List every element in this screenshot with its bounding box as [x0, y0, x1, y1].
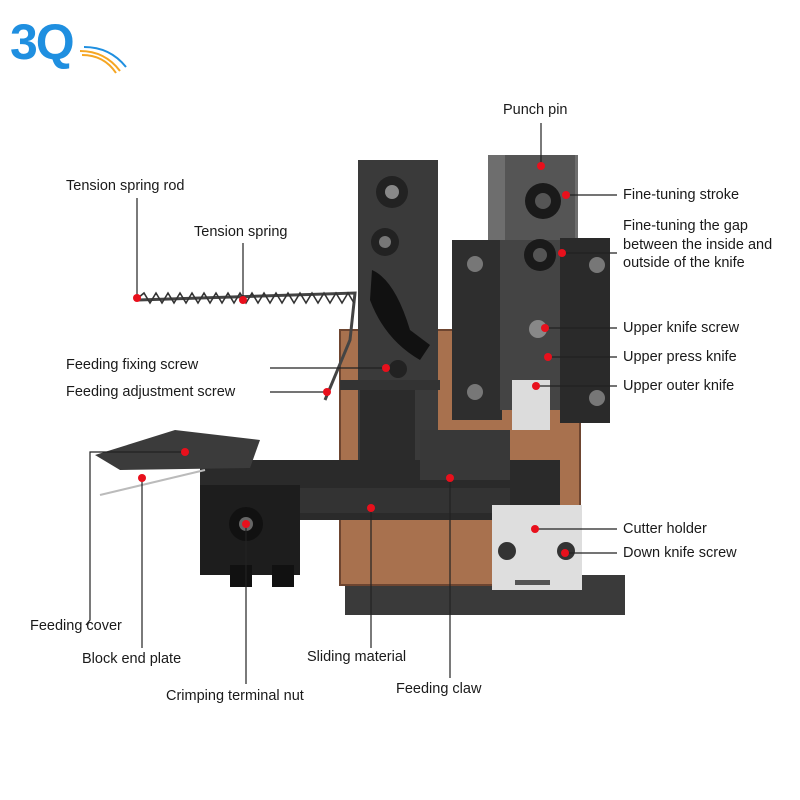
label-upper-press-knife: Upper press knife — [623, 349, 737, 365]
leader-feeding-cover — [85, 451, 185, 626]
label-down-knife-screw: Down knife screw — [623, 545, 737, 561]
marker-punch-pin — [537, 162, 545, 170]
marker-cutter-holder — [531, 525, 539, 533]
feeding-cover-plate — [95, 430, 260, 470]
marker-tension-spring — [239, 296, 247, 304]
marker-upper-outer-knife — [532, 382, 540, 390]
tension-spring-rod — [137, 291, 357, 401]
marker-feeding-fixing-screw — [382, 364, 390, 372]
marker-feeding-adjustment-screw — [323, 388, 331, 396]
label-upper-outer-knife: Upper outer knife — [623, 378, 735, 394]
label-feeding-fixing-screw: Feeding fixing screw — [66, 357, 199, 373]
label-tension-spring: Tension spring — [194, 224, 288, 240]
logo-wires-icon — [80, 46, 127, 74]
tension-spring — [137, 291, 355, 305]
upper-outer-knife-blade — [512, 380, 550, 430]
marker-feeding-cover — [181, 448, 189, 456]
marker-sliding-material — [367, 504, 375, 512]
marker-down-knife-screw — [561, 549, 569, 557]
marker-upper-press-knife — [544, 353, 552, 361]
label-tension-spring-rod: Tension spring rod — [66, 178, 185, 194]
label-punch-pin: Punch pin — [503, 102, 568, 118]
marker-fine-tuning-stroke — [562, 191, 570, 199]
label-sliding-material: Sliding material — [307, 649, 407, 665]
label-fine-tuning-gap: Fine-tuning the gap between the inside a… — [623, 218, 773, 271]
marker-tension-spring-rod — [133, 294, 141, 302]
label-block-end-plate: Block end plate — [82, 651, 182, 667]
label-cutter-holder: Cutter holder — [623, 521, 707, 537]
label-feeding-claw: Feeding claw — [396, 681, 482, 697]
label-fine-tuning-stroke: Fine-tuning stroke — [623, 187, 740, 203]
brand-logo: 3Q — [10, 12, 75, 72]
marker-crimping-terminal-nut — [242, 520, 250, 528]
marker-fine-tuning-gap — [558, 249, 566, 257]
marker-block-end-plate — [138, 474, 146, 482]
label-crimping-terminal-nut: Crimping terminal nut — [166, 688, 304, 704]
label-feeding-adjustment-screw: Feeding adjustment screw — [66, 384, 236, 400]
label-feeding-cover: Feeding cover — [30, 618, 122, 634]
marker-upper-knife-screw — [541, 324, 549, 332]
marker-feeding-claw — [446, 474, 454, 482]
label-upper-knife-screw: Upper knife screw — [623, 320, 740, 336]
brand-logo-text: 3Q — [10, 14, 75, 70]
